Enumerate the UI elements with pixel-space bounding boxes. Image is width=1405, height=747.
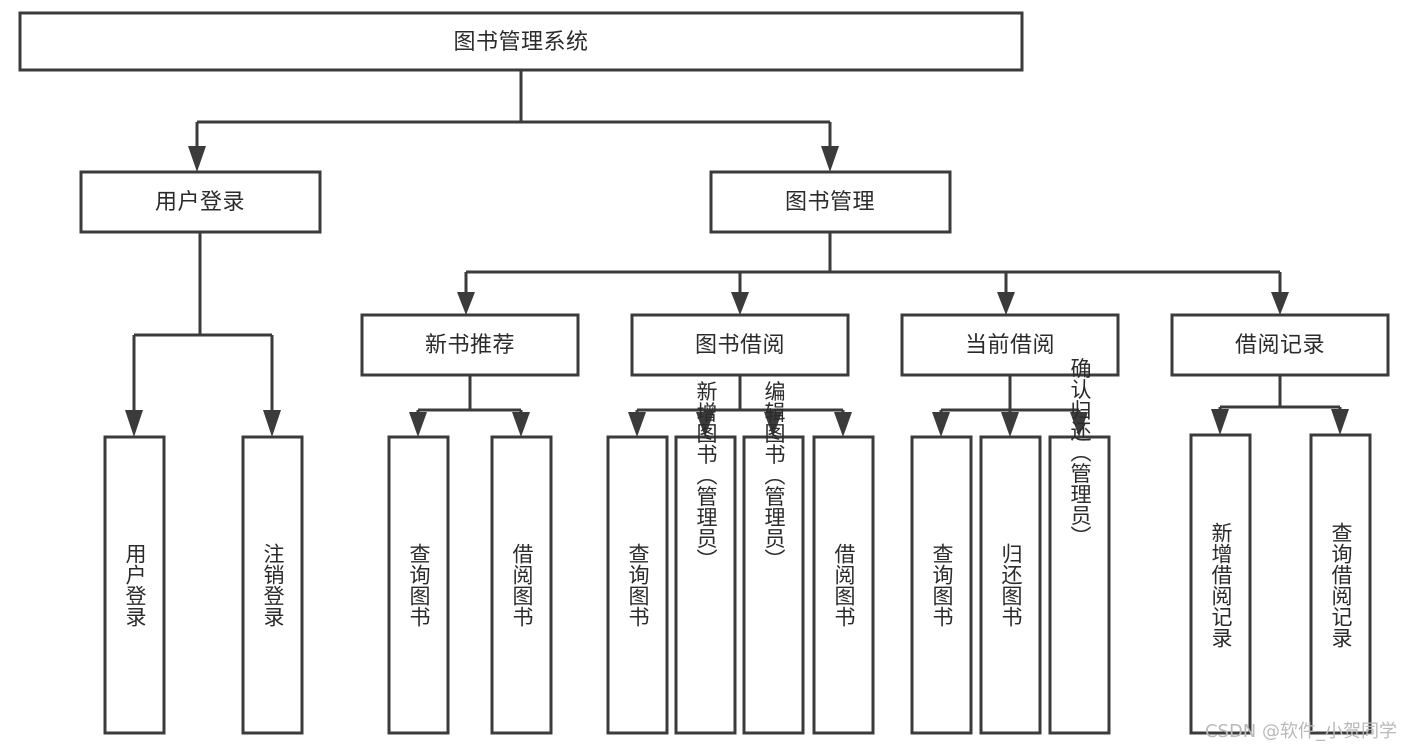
arrow-new-book-leaf-2 [512,412,530,437]
node-new-book-rec-label: 新书推荐 [425,333,515,358]
node-leaf-query-book-2-box[interactable] [606,435,669,735]
arrow-root-to-book-manage [821,146,839,172]
node-leaf-return-book-label: 归还图书 [999,543,1023,627]
node-leaf-query-book-1-label: 查询图书 [407,543,431,627]
node-leaf-borrow-book-2-label: 借阅图书 [832,543,856,627]
node-leaf-return-book[interactable]: 归还图书 [979,435,1042,735]
arrow-bb-leaf-4 [834,412,852,437]
node-user-login[interactable]: 用户登录 [79,170,322,234]
node-leaf-add-book[interactable]: 新增图书（管理员） [674,381,737,735]
arrow-br-leaf-2 [1331,409,1349,435]
node-leaf-borrow-book-2[interactable]: 借阅图书 [812,435,875,735]
node-leaf-edit-book[interactable]: 编辑图书（管理员） [742,381,805,735]
node-leaf-query-record-label: 查询借阅记录 [1329,522,1353,648]
node-leaf-return-book-box[interactable] [979,435,1042,735]
node-root-label: 图书管理系统 [453,30,588,55]
node-leaf-borrow-book-1[interactable]: 借阅图书 [490,435,553,735]
arrow-bm-to-borrow-record [1271,292,1289,315]
node-current-borrow-box[interactable] [900,313,1120,377]
arrow-cb-leaf-3 [1070,412,1088,437]
node-leaf-query-book-2[interactable]: 查询图书 [606,435,669,735]
arrow-bm-to-current-borrow [997,292,1015,315]
node-current-borrow[interactable]: 当前借阅 [900,313,1120,377]
node-leaf-borrow-book-1-box[interactable] [490,435,553,735]
node-book-manage-label: 图书管理 [785,190,875,215]
node-user-login-label: 用户登录 [155,190,245,215]
node-current-borrow-label: 当前借阅 [965,333,1055,358]
csdn-watermark: CSDN @软件_小贺同学 [1204,721,1397,742]
arrow-user-login-leaf-2 [263,410,281,437]
node-leaf-add-record-box[interactable] [1189,433,1252,735]
node-book-borrow-box[interactable] [630,313,850,377]
arrow-user-login-leaf-1 [125,410,143,437]
node-leaf-add-book-box[interactable] [674,435,737,735]
arrow-bb-leaf-3 [764,412,782,437]
node-leaf-borrow-book-2-box[interactable] [812,435,875,735]
node-leaf-query-book-1[interactable]: 查询图书 [387,435,450,735]
arrow-bm-to-book-borrow [731,292,749,315]
node-leaf-query-book-2-label: 查询图书 [626,543,650,627]
node-leaf-add-book-label: 新增图书（管理员） [694,381,718,570]
arrow-cb-leaf-2 [1001,412,1019,437]
node-user-login-box[interactable] [79,170,322,234]
arrow-bb-leaf-1 [628,412,646,437]
node-leaf-add-record[interactable]: 新增借阅记录 [1189,433,1252,735]
arrow-cb-leaf-1 [932,412,950,437]
node-book-manage[interactable]: 图书管理 [709,170,952,234]
node-leaf-edit-book-box[interactable] [742,435,805,735]
connector-layer [125,70,1349,437]
node-leaf-query-book-1-box[interactable] [387,435,450,735]
node-leaf-query-book-3[interactable]: 查询图书 [910,435,973,735]
arrow-root-to-user-login [188,146,206,172]
arrow-bb-leaf-2 [696,412,714,437]
node-borrow-record-label: 借阅记录 [1235,333,1325,358]
node-borrow-record[interactable]: 借阅记录 [1170,313,1390,377]
node-root-box[interactable] [18,11,1024,72]
node-book-borrow[interactable]: 图书借阅 [630,313,850,377]
node-leaf-user-login-label: 用户登录 [123,543,147,627]
arrow-new-book-leaf-1 [409,412,427,437]
node-leaf-confirm-return-label: 确认归还（管理员） [1068,358,1092,547]
node-leaf-borrow-book-1-label: 借阅图书 [510,543,534,627]
node-book-borrow-label: 图书借阅 [695,333,785,358]
node-leaf-query-record[interactable]: 查询借阅记录 [1309,433,1372,735]
node-leaf-add-record-label: 新增借阅记录 [1209,522,1233,648]
node-leaf-query-book-3-label: 查询图书 [930,543,954,627]
node-leaf-logout[interactable]: 注销登录 [241,435,304,735]
node-new-book-rec[interactable]: 新书推荐 [360,313,580,377]
node-leaf-confirm-return[interactable]: 确认归还（管理员） [1048,358,1111,735]
node-book-manage-box[interactable] [709,170,952,234]
node-new-book-rec-box[interactable] [360,313,580,377]
node-leaf-query-record-box[interactable] [1309,433,1372,735]
node-leaf-logout-box[interactable] [241,435,304,735]
node-borrow-record-box[interactable] [1170,313,1390,377]
node-leaf-user-login[interactable]: 用户登录 [103,435,166,735]
node-leaf-logout-label: 注销登录 [261,543,285,627]
node-leaf-query-book-3-box[interactable] [910,435,973,735]
node-leaf-edit-book-label: 编辑图书（管理员） [762,381,786,570]
node-root[interactable]: 图书管理系统 [18,11,1024,72]
arrow-bm-to-new-book [457,292,475,315]
node-leaf-confirm-return-box[interactable] [1048,435,1111,735]
arrow-br-leaf-1 [1211,409,1229,435]
node-leaf-user-login-box[interactable] [103,435,166,735]
